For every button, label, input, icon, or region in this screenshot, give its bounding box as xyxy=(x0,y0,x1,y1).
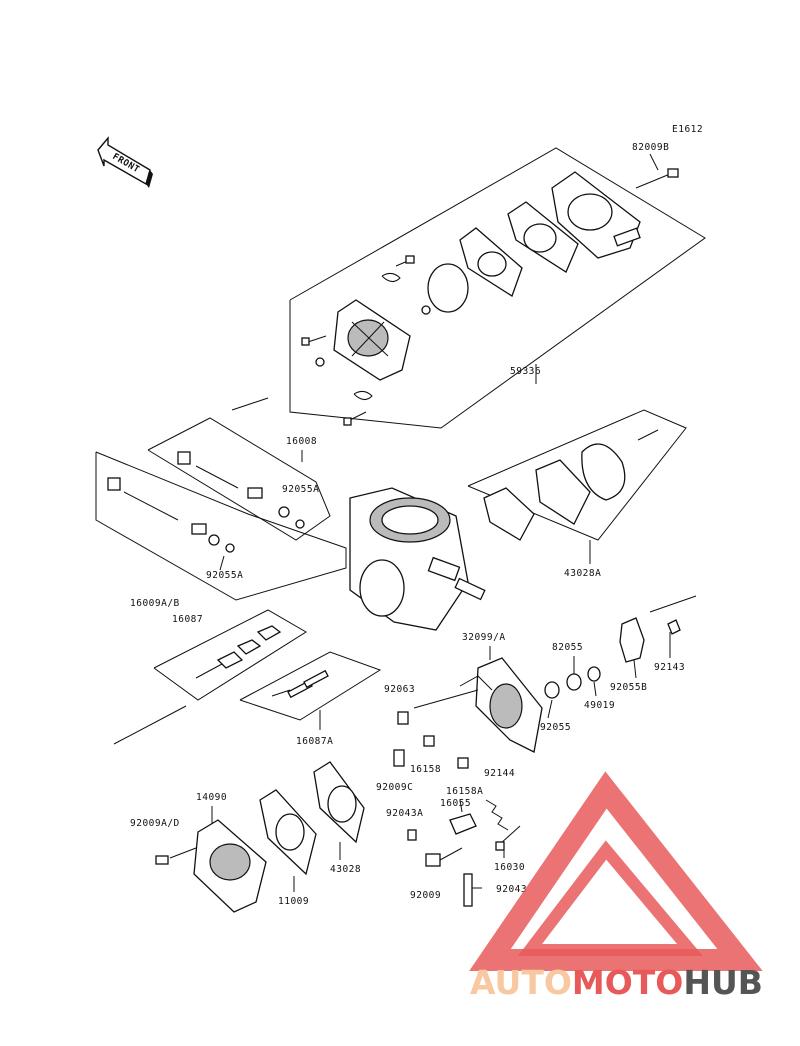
label-16008: 16008 xyxy=(286,436,317,447)
gaskets-43028A xyxy=(483,443,626,541)
label-92043A: 92043A xyxy=(386,808,423,819)
adjust-screws xyxy=(107,451,305,553)
watermark-text: AUTOMOTOHUB xyxy=(470,963,763,1002)
small-screws xyxy=(393,711,521,907)
label-43028A: 43028A xyxy=(564,568,601,579)
pump-cover-32099 xyxy=(413,657,543,753)
leader-lines xyxy=(211,153,671,892)
pump-gasket-1 xyxy=(507,201,579,273)
links-16087A xyxy=(271,669,329,699)
label-82009B: 82009B xyxy=(632,142,669,153)
label-92055A-left: 92055A xyxy=(206,570,243,581)
diaphragm-43028 xyxy=(313,761,365,844)
label-92144: 92144 xyxy=(484,768,515,779)
label-16158A: 16158A xyxy=(446,786,483,797)
label-59336: 59336 xyxy=(510,366,541,377)
label-49019: 49019 xyxy=(584,700,615,711)
label-92009AD: 92009A/D xyxy=(130,818,180,829)
frame-16008 xyxy=(147,417,331,541)
frame-59336 xyxy=(231,147,706,429)
bottom-cover xyxy=(155,819,267,913)
carburetor-body xyxy=(349,487,486,631)
frame-16009 xyxy=(95,451,347,601)
label-11009: 11009 xyxy=(278,896,309,907)
label-16087A: 16087A xyxy=(296,736,333,747)
frame-16087A xyxy=(239,651,382,721)
frame-43028A xyxy=(467,409,687,541)
label-92055A-top: 92055A xyxy=(282,484,319,495)
label-92055: 92055 xyxy=(540,722,571,733)
label-16030: 16030 xyxy=(494,862,525,873)
label-32099A: 32099/A xyxy=(462,632,506,643)
watermark-auto: AUTO xyxy=(470,963,572,1002)
label-92043: 92043 xyxy=(496,884,527,895)
label-92063: 92063 xyxy=(384,684,415,695)
watermark-hub: HUB xyxy=(683,963,763,1002)
frame-16087 xyxy=(153,609,307,701)
brackets-16087 xyxy=(195,625,282,679)
pump-gasket-2 xyxy=(459,227,523,297)
label-16055: 16055 xyxy=(440,798,471,809)
front-arrow-icon: FRONT xyxy=(97,136,153,188)
pump-body xyxy=(333,299,411,381)
label-92009: 92009 xyxy=(410,890,441,901)
label-82055: 82055 xyxy=(552,642,583,653)
watermark-logo xyxy=(469,771,763,971)
label-92009C: 92009C xyxy=(376,782,413,793)
label-14090: 14090 xyxy=(196,792,227,803)
label-43028: 43028 xyxy=(330,864,361,875)
label-16087: 16087 xyxy=(172,614,203,625)
watermark-moto: MOTO xyxy=(572,963,683,1002)
leader-left xyxy=(113,705,187,745)
label-16009AB: 16009A/B xyxy=(130,598,180,609)
pump-diaphragm xyxy=(427,263,469,313)
gasket-11009 xyxy=(259,789,317,876)
pump-screws xyxy=(301,168,679,426)
label-92055B: 92055B xyxy=(610,682,647,693)
diagram-code: E1612 xyxy=(672,124,703,135)
rings-82055 xyxy=(544,666,601,699)
label-16158: 16158 xyxy=(410,764,441,775)
cap-92055B xyxy=(619,595,697,663)
pump-cover xyxy=(551,171,641,259)
label-92143: 92143 xyxy=(654,662,685,673)
